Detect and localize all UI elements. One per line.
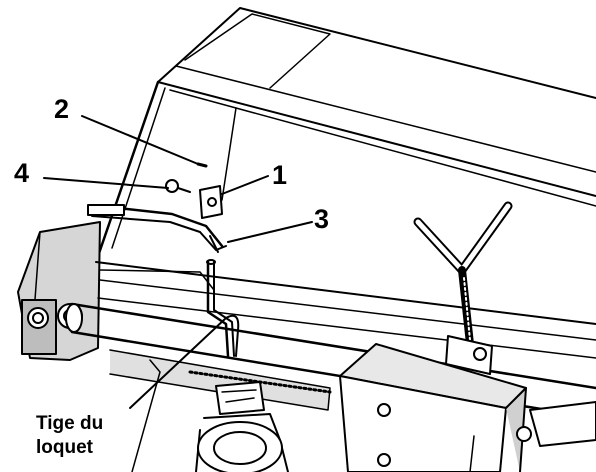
- latch-rod-caption-line1: Tige du: [36, 413, 104, 434]
- latch-rod-caption: Tige du loquet: [36, 412, 103, 460]
- leader-2: [81, 115, 199, 165]
- leader-1: [221, 175, 269, 195]
- callout-4: 4: [14, 158, 30, 188]
- left-end-plate: [17, 221, 101, 361]
- hood-cover: [94, 7, 596, 264]
- latch-bracket: [199, 185, 223, 219]
- callout-2: 2: [54, 94, 70, 124]
- latch-rod: [206, 259, 240, 358]
- gear-box: [339, 343, 527, 472]
- callout-1: 1: [272, 160, 288, 190]
- caster-wheel: [131, 359, 289, 472]
- pin-and-clip: [165, 162, 208, 193]
- latch-rod-caption-line2: loquet: [36, 437, 93, 458]
- leader-lines: [43, 115, 313, 409]
- callout-3: 3: [314, 204, 330, 234]
- right-end-bracket: [516, 401, 596, 447]
- y-lever: [413, 201, 513, 375]
- frame-rails: [95, 261, 596, 359]
- leader-3: [227, 221, 313, 243]
- leader-rod: [129, 317, 227, 409]
- latch-handle: [87, 204, 227, 253]
- leader-4: [43, 177, 169, 189]
